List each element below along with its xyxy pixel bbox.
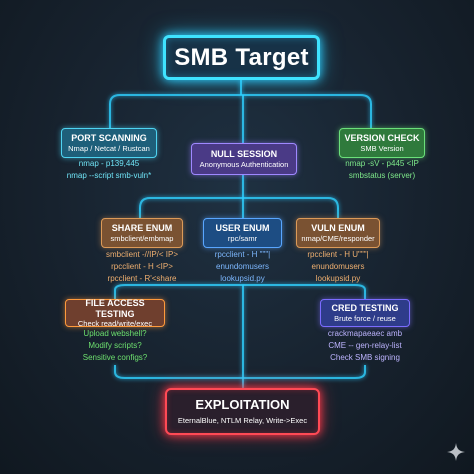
user-enum-note: rpcclient - H """| (214, 250, 271, 259)
share-enum-subtitle: smbclient/embmap (110, 233, 174, 243)
cred-testing-notes: crackmapaeaec amb CME -- gen-relay-list … (314, 328, 416, 364)
cred-testing-note: Check SMB signing (330, 353, 400, 362)
vuln-enum-note: lookupsid.py (315, 274, 361, 283)
connector-to-file (114, 284, 243, 299)
user-enum-notes: rpcclient - H """| enundomusers lookupsi… (196, 249, 289, 285)
exploitation-subtitle: EternalBlue, NTLM Relay, Write->Exec (177, 415, 308, 425)
node-null-session: NULL SESSION Anonymous Authentication (191, 143, 297, 175)
share-enum-title: SHARE ENUM (111, 223, 173, 234)
cred-testing-title: CRED TESTING (331, 303, 399, 314)
file-access-note: Sensitive configs? (82, 353, 148, 362)
vuln-enum-note: rpcclient - H U"""| (307, 250, 369, 259)
share-enum-note: rpcclient - R'<share (107, 274, 177, 283)
vuln-enum-title: VULN ENUM (311, 223, 365, 234)
version-check-title: VERSION CHECK (344, 133, 420, 144)
vuln-enum-subtitle: nmap/CME/responder (301, 233, 375, 243)
version-check-notes: nmap -sV - p445 <IP smbstatus (server) (332, 158, 432, 182)
share-enum-note: smbclient -//IP/< IP> (105, 250, 179, 259)
node-port-scanning: PORT SCANNING Nmap / Netcat / Rustcan (61, 128, 157, 158)
file-access-note: Upload webshell? (83, 329, 147, 338)
file-access-subtitle: Check read/write/exec (77, 318, 153, 328)
sparkle-icon (447, 443, 465, 461)
cred-testing-note: crackmapaeaec amb (327, 329, 403, 338)
null-session-subtitle: Anonymous Authentication (199, 159, 289, 169)
file-access-notes: Upload webshell? Modify scripts? Sensiti… (60, 328, 170, 364)
user-enum-note: enundomusers (216, 262, 269, 271)
node-share-enum: SHARE ENUM smbclient/embmap (101, 218, 183, 248)
user-enum-note: lookupsid.py (220, 274, 265, 283)
version-check-note: smbstatus (server) (348, 171, 416, 180)
connector-mid-bus (139, 197, 339, 209)
port-scanning-notes: nmap - p139,445 nmap --script smb-vuln* (55, 158, 163, 182)
cred-testing-note: CME -- gen-relay-list (328, 341, 402, 350)
file-access-note: Modify scripts? (88, 341, 142, 350)
vuln-enum-note: enundomusers (311, 262, 365, 271)
exploitation-title: EXPLOITATION (195, 397, 290, 413)
cred-testing-subtitle: Brute force / reuse (334, 313, 396, 323)
share-enum-notes: smbclient -//IP/< IP> rpcclient - H <IP>… (96, 249, 188, 285)
user-enum-title: USER ENUM (215, 223, 270, 234)
connector-cred-down (243, 365, 366, 379)
node-version-check: VERSION CHECK SMB Version (339, 128, 425, 158)
node-cred-testing: CRED TESTING Brute force / reuse (320, 299, 410, 327)
user-enum-subtitle: rpc/samr (227, 233, 258, 243)
port-scanning-title: PORT SCANNING (71, 133, 147, 144)
port-scanning-subtitle: Nmap / Netcat / Rustcan (68, 143, 150, 153)
port-scanning-note: nmap - p139,445 (78, 159, 140, 168)
file-access-title: FILE ACCESS TESTING (85, 298, 145, 319)
vuln-enum-notes: rpcclient - H U"""| enundomusers lookups… (291, 249, 385, 285)
node-vuln-enum: VULN ENUM nmap/CME/responder (296, 218, 380, 248)
root-node-smb-target: SMB Target (163, 35, 320, 80)
share-enum-note: rpcclient - H <IP> (111, 262, 173, 271)
connector-top-bus (109, 94, 372, 105)
connector-to-cred (243, 284, 366, 299)
port-scanning-note: nmap --script smb-vuln* (66, 171, 152, 180)
connector-file-down (114, 365, 243, 379)
node-file-access-testing: FILE ACCESS TESTING Check read/write/exe… (65, 298, 165, 328)
version-check-note: nmap -sV - p445 <IP (345, 159, 419, 168)
null-session-title: NULL SESSION (210, 149, 278, 160)
root-title: SMB Target (174, 43, 309, 71)
node-exploitation: EXPLOITATION EternalBlue, NTLM Relay, Wr… (165, 388, 320, 435)
node-user-enum: USER ENUM rpc/samr (203, 218, 282, 248)
version-check-subtitle: SMB Version (360, 143, 404, 153)
